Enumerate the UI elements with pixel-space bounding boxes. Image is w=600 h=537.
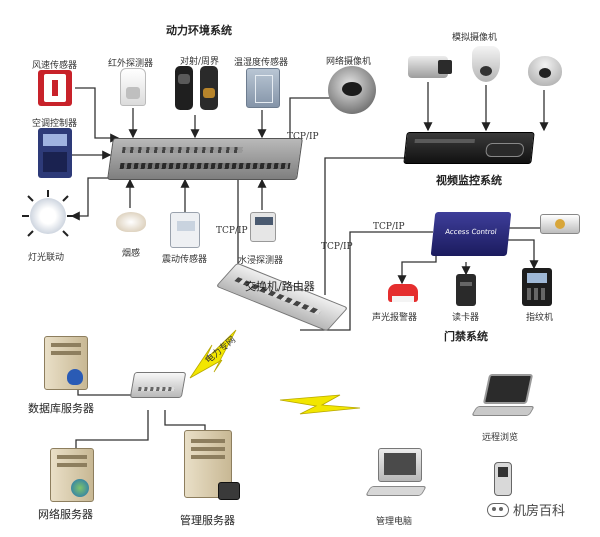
laptop-screen <box>482 374 534 404</box>
net-camera-label: 网络摄像机 <box>326 57 372 67</box>
env-controller-device <box>107 138 303 180</box>
wire-light <box>70 177 110 221</box>
db-server-device <box>44 336 88 390</box>
card-reader-label: 读卡器 <box>452 313 480 323</box>
beam-label: 对射/周界 <box>180 57 220 67</box>
light-link-label: 灯光联动 <box>28 253 65 263</box>
ac-controller-label: 空调控制器 <box>32 119 78 129</box>
watermark: 机房百科 <box>487 500 565 519</box>
analog-camera-1 <box>408 56 452 78</box>
access-panel-text: Access Control <box>444 228 498 236</box>
title-video: 视频监控系统 <box>436 174 502 187</box>
globe-icon <box>71 479 89 497</box>
temp-hum-device <box>246 68 280 108</box>
video-recorder-device <box>403 132 535 164</box>
tcpip-label-4: TCP/IP <box>373 222 405 232</box>
access-control-panel: Access Control <box>430 212 512 256</box>
lightning-bolt-1 <box>189 329 237 379</box>
analog-camera-label: 模拟摄像机 <box>452 33 498 43</box>
mgmt-pc-keyboard <box>365 486 427 496</box>
wind-sensor-device <box>38 70 72 106</box>
mgmt-pc-label: 管理电脑 <box>376 517 413 527</box>
lightning-bolt-2 <box>279 394 361 415</box>
analog-camera-3 <box>528 56 562 86</box>
ac-controller-device <box>38 128 72 178</box>
door-lock-device <box>540 214 580 234</box>
water-label: 水浸探测器 <box>238 256 284 266</box>
alarm-label: 声光报警器 <box>372 313 418 323</box>
wire-alarm <box>397 250 437 285</box>
wire-web <box>75 410 149 450</box>
remote-label: 远程浏览 <box>482 433 519 443</box>
web-server-device <box>50 448 94 502</box>
light-bulb-icon <box>30 198 66 234</box>
temp-hum-label: 温湿度传感器 <box>234 58 289 68</box>
card-reader-device <box>456 274 476 306</box>
wire-netcam <box>289 97 330 140</box>
fingerprint-label: 指纹机 <box>526 313 554 323</box>
mgmt-pc-monitor <box>378 448 422 482</box>
tcpip-label-3: TCP/IP <box>321 242 353 252</box>
wire-finger <box>508 239 539 270</box>
wind-sensor-label: 风速传感器 <box>32 61 78 71</box>
web-server-label: 网络服务器 <box>38 508 93 521</box>
beam-device-left <box>175 66 193 110</box>
database-icon <box>67 369 83 385</box>
db-server-label: 数据库服务器 <box>28 402 94 415</box>
title-access: 门禁系统 <box>444 330 488 343</box>
beam-device-right <box>200 66 218 110</box>
ir-detector-label: 红外探测器 <box>108 59 154 69</box>
water-detector-device <box>250 212 276 242</box>
switch-label: 交换机/路由器 <box>245 280 315 293</box>
analog-camera-2 <box>472 46 500 82</box>
wire-wind <box>75 87 120 143</box>
smoke-detector-device <box>116 212 146 232</box>
phone-device <box>494 462 512 496</box>
tcpip-label-2: TCP/IP <box>216 226 248 236</box>
tcpip-label-1: TCP/IP <box>287 132 319 142</box>
light-rays-icon <box>22 190 74 237</box>
mgmt-monitor-icon <box>218 482 240 500</box>
net-camera-device <box>328 66 376 114</box>
router-device <box>129 372 187 398</box>
vibration-sensor-device <box>170 212 200 248</box>
laptop-base <box>471 406 535 416</box>
mgmt-server-label: 管理服务器 <box>180 514 235 527</box>
alarm-device <box>388 284 418 302</box>
smoke-label: 烟感 <box>122 249 141 259</box>
wire-video-switch <box>324 157 405 295</box>
ir-detector-device <box>120 68 146 106</box>
watermark-text: 机房百科 <box>513 504 566 519</box>
title-power-env: 动力环境系统 <box>166 24 232 37</box>
fingerprint-device <box>522 268 552 306</box>
vibration-label: 震动传感器 <box>162 255 208 265</box>
wechat-icon <box>487 502 509 517</box>
